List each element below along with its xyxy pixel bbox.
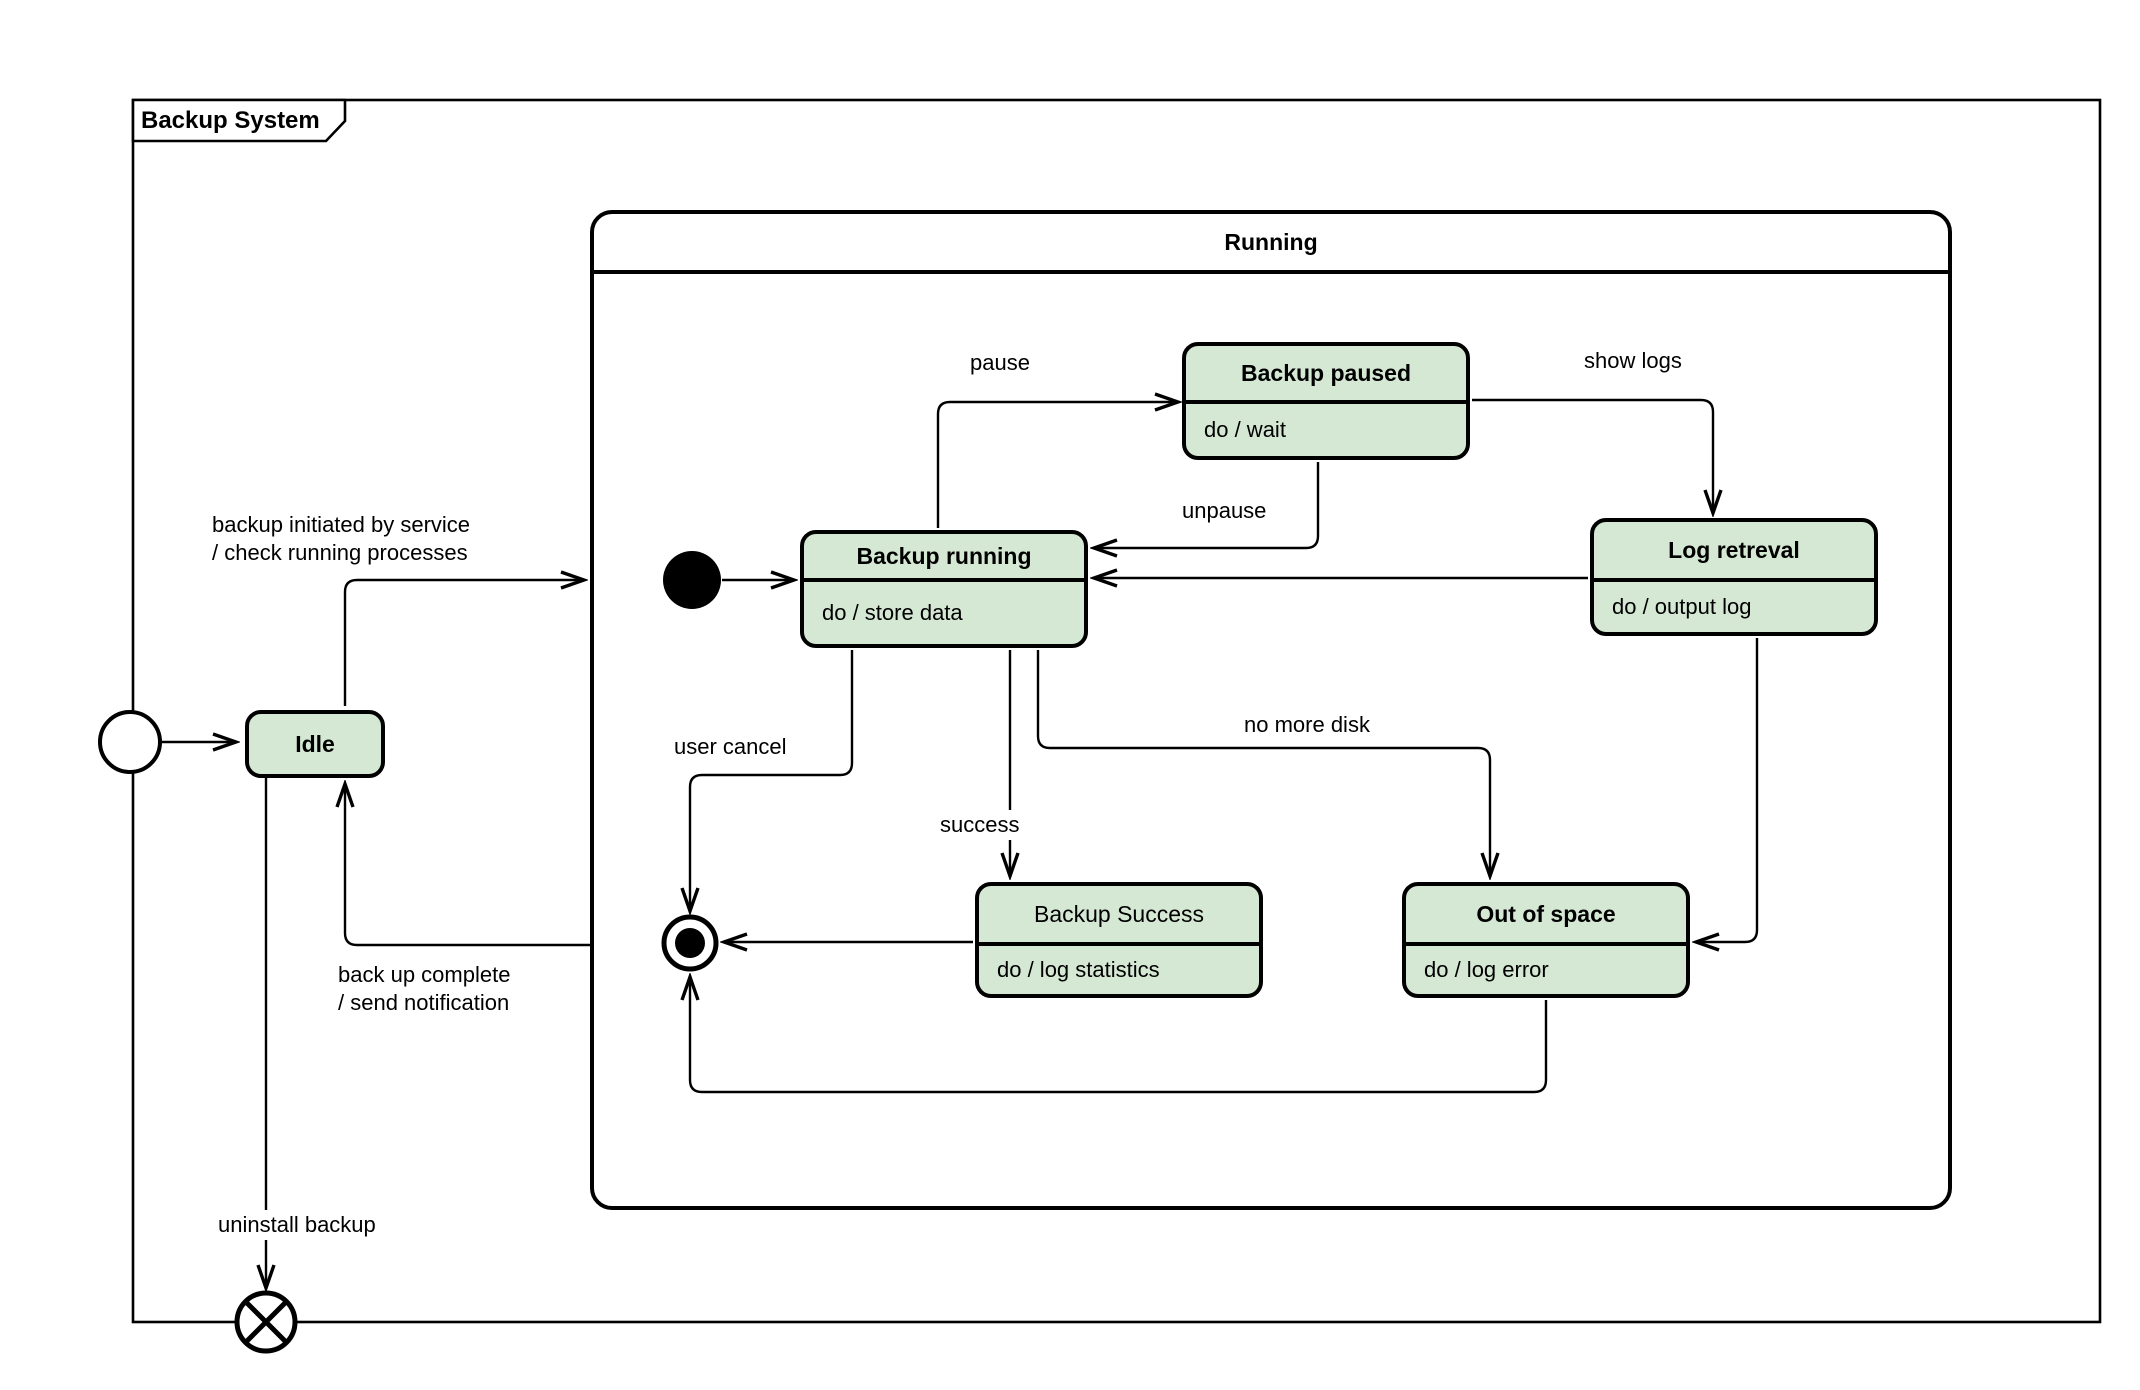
transition-label-user-cancel: user cancel	[670, 732, 791, 762]
transition-out-of-space-to-final	[690, 977, 1548, 1094]
final-node-dot	[675, 928, 705, 958]
transition-label-unpause: unpause	[1178, 496, 1271, 526]
state-backup-success-title: Backup Success	[979, 886, 1259, 946]
state-idle: Idle	[245, 710, 385, 778]
transition-label-no-more-disk: no more disk	[1240, 710, 1374, 740]
transition-log-to-out-of-space	[1696, 638, 1759, 942]
state-log-retreval-activity: do / output log	[1612, 594, 1752, 619]
state-backup-paused-title: Backup paused	[1186, 346, 1466, 404]
transition-label-pause: pause	[966, 348, 1034, 378]
transition-pause	[936, 402, 1178, 528]
initial-node	[663, 551, 721, 609]
transition-label-show-logs: show logs	[1580, 346, 1686, 376]
state-out-of-space: Out of space do / log error	[1402, 882, 1690, 998]
transition-label-success: success	[936, 810, 1024, 840]
transition-show-logs	[1472, 398, 1713, 513]
state-idle-title: Idle	[295, 731, 335, 757]
transition-unpause	[1094, 462, 1320, 548]
transition-label-backup-initiated: backup initiated by service / check runn…	[208, 510, 475, 568]
state-out-of-space-activity: do / log error	[1424, 957, 1549, 982]
state-backup-running: Backup running do / store data	[800, 530, 1088, 648]
transition-no-more-disk	[1036, 650, 1490, 876]
frame-border	[131, 98, 2102, 1324]
state-running-title: Running	[594, 214, 1948, 274]
state-backup-success-activity: do / log statistics	[997, 957, 1160, 982]
frame-tab	[131, 98, 347, 143]
terminate-x-icon	[245, 1301, 287, 1343]
state-out-of-space-title: Out of space	[1406, 886, 1686, 946]
state-backup-running-title: Backup running	[804, 534, 1084, 582]
start-node	[98, 710, 162, 774]
transition-label-uninstall-backup: uninstall backup	[214, 1210, 380, 1240]
state-backup-success: Backup Success do / log statistics	[975, 882, 1263, 998]
transition-label-backup-complete: back up complete / send notification	[334, 960, 515, 1018]
state-log-retreval-title: Log retreval	[1594, 522, 1874, 582]
transition-user-cancel	[690, 650, 854, 911]
state-backup-paused-activity: do / wait	[1204, 417, 1286, 442]
transition-idle-to-running	[343, 580, 584, 706]
frame-title: Backup System	[141, 107, 320, 134]
state-log-retreval: Log retreval do / output log	[1590, 518, 1878, 636]
state-backup-running-activity: do / store data	[822, 600, 963, 625]
state-backup-paused: Backup paused do / wait	[1182, 342, 1470, 460]
transition-running-to-idle	[345, 784, 590, 947]
